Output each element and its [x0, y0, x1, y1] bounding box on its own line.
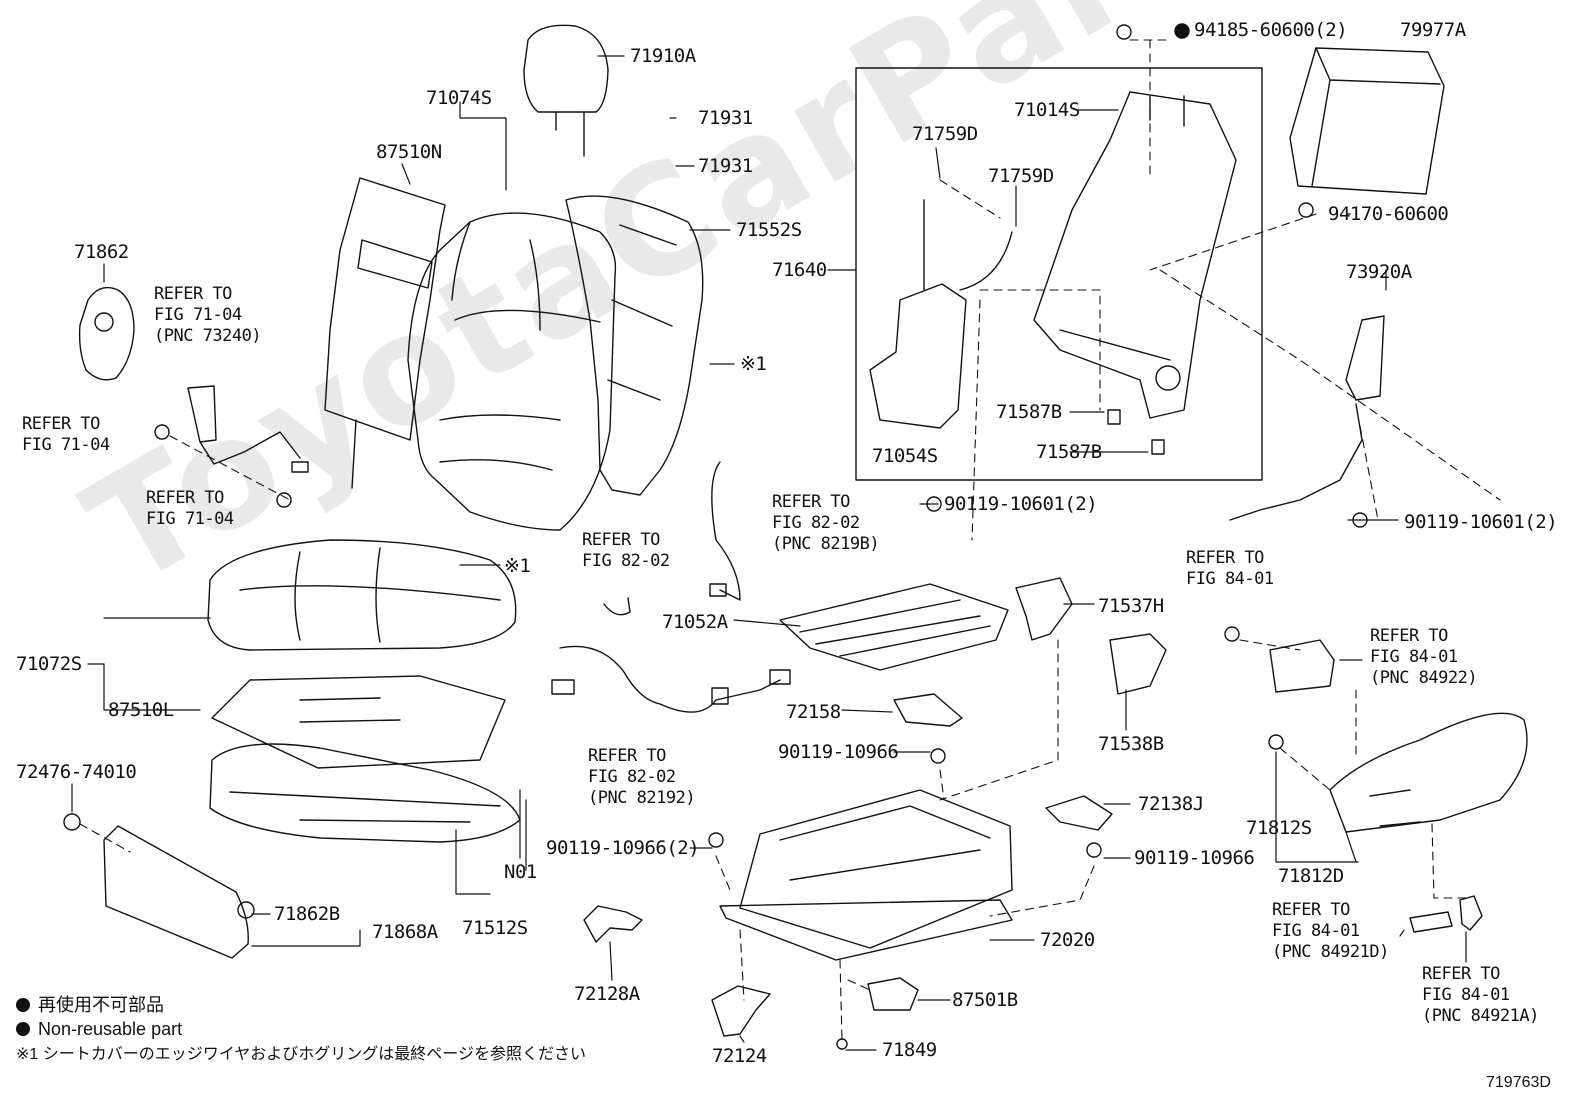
part-label-71849: 71849 [882, 1039, 937, 1061]
part-label-72020: 72020 [1040, 929, 1095, 951]
shield-drawing [103, 825, 249, 959]
note-mark-1-a: ※1 [740, 353, 767, 375]
refer-fig-71-04-b: REFER TO FIG 71-04 [146, 488, 234, 529]
refer-fig-84-01-pnc-84921d: REFER TO FIG 84-01 (PNC 84921D) [1272, 900, 1389, 962]
part-label-71862: 71862 [74, 241, 129, 263]
non-reusable-dot-icon [16, 1022, 30, 1036]
frame-plate-71054s [869, 283, 967, 429]
note-mark-1-b: ※1 [504, 555, 531, 577]
part-label-71862b: 71862B [274, 903, 340, 925]
part-label-71587b-a: 71587B [996, 401, 1062, 423]
part-label-90119-10601-b: 90119-10601(2) [1404, 511, 1558, 533]
part-label-90119-10601-a: 90119-10601(2) [944, 493, 1098, 515]
part-label-87510n: 87510N [376, 141, 442, 163]
part-label-71640: 71640 [772, 259, 827, 281]
part-label-87501b: 87501B [952, 989, 1018, 1011]
legend-non-reusable-jp: 再使用不可部品 [16, 994, 164, 1016]
refer-fig-82-02: REFER TO FIG 82-02 [582, 530, 670, 571]
refer-fig-84-01-pnc-84922: REFER TO FIG 84-01 (PNC 84922) [1370, 626, 1478, 688]
cushion-pad-drawing [211, 675, 506, 769]
back-pad-drawing [324, 177, 446, 441]
part-label-71054s: 71054S [872, 445, 938, 467]
cushion-cover-drawing [207, 539, 517, 651]
part-label-90119-10966-a: 90119-10966(2) [546, 837, 700, 859]
part-label-71538b: 71538B [1098, 733, 1164, 755]
part-label-73920a: 73920A [1346, 261, 1412, 283]
switch-87501b [867, 977, 919, 1011]
bracket-72158 [893, 693, 963, 727]
side-cover-71812d [1329, 712, 1528, 833]
cushion-frame-drawing [209, 743, 521, 843]
part-label-71931-b: 71931 [698, 155, 753, 177]
part-label-71587b-b: 71587B [1036, 441, 1102, 463]
refer-fig-71-04-pnc-73240: REFER TO FIG 71-04 (PNC 73240) [154, 284, 262, 346]
part-label-90119-10966-c: 90119-10966 [1134, 847, 1255, 869]
figure-id: 719763D [1486, 1074, 1551, 1091]
non-reusable-dot-icon [16, 998, 30, 1012]
part-label-94185: 94185-60600(2) [1194, 19, 1348, 41]
guard-drawing [78, 286, 135, 381]
pad-79977a [1289, 47, 1445, 195]
seat-track-drawing [719, 789, 1013, 961]
seatback-rear-board-drawing [565, 195, 704, 496]
part-label-n01: N01 [504, 861, 537, 883]
refer-fig-82-02-pnc-8219b: REFER TO FIG 82-02 (PNC 8219B) [772, 492, 880, 554]
seatback-frame-drawing [1033, 91, 1237, 419]
part-label-72158: 72158 [786, 701, 841, 723]
legend-non-reusable-en: Non-reusable part [16, 1018, 182, 1040]
airbag-73920a [1345, 315, 1385, 401]
part-label-79977a: 79977A [1400, 19, 1466, 41]
legend-note-1: ※1 シートカバーのエッジワイヤおよびホグリングは最終ページを参照ください [16, 1046, 586, 1063]
part-label-71052a: 71052A [662, 611, 728, 633]
buckle-drawing [187, 385, 301, 465]
part-label-71759d-a: 71759D [912, 123, 978, 145]
part-label-71812d: 71812D [1278, 865, 1344, 887]
seat-spring-drawing [779, 583, 1009, 671]
part-label-71552s: 71552S [736, 219, 802, 241]
seatback-frame-box [855, 67, 1263, 481]
bracket-71537h [1015, 577, 1073, 641]
part-label-72124: 72124 [712, 1045, 767, 1067]
part-label-71014s: 71014S [1014, 99, 1080, 121]
part-label-71868a: 71868A [372, 921, 438, 943]
part-label-87510l: 87510L [108, 699, 174, 721]
part-label-72476: 72476-74010 [16, 761, 137, 783]
knob-84921d [1409, 911, 1453, 933]
part-label-71072s: 71072S [16, 653, 82, 675]
part-label-94170: 94170-60600 [1328, 203, 1449, 225]
bracket-71538b [1109, 633, 1167, 695]
part-label-71074s: 71074S [426, 87, 492, 109]
headrest-drawing [523, 24, 609, 157]
part-label-71910a: 71910A [630, 45, 696, 67]
part-label-71537h: 71537H [1098, 595, 1164, 617]
refer-fig-84-01: REFER TO FIG 84-01 [1186, 548, 1274, 589]
harness-8219b [711, 461, 741, 601]
part-label-72128a: 72128A [574, 983, 640, 1005]
legend-text-jp: 再使用不可部品 [38, 995, 164, 1015]
seatback-cover-drawing [407, 212, 617, 531]
part-72128a [583, 905, 643, 943]
legend-text-en: Non-reusable part [38, 1019, 183, 1039]
part-label-90119-10966-b: 90119-10966 [778, 741, 899, 763]
part-72124 [711, 985, 771, 1037]
harness-82192 [559, 645, 781, 713]
refer-fig-71-04-a: REFER TO FIG 71-04 [22, 414, 110, 455]
part-label-71931-a: 71931 [698, 107, 753, 129]
knob-84921a [1459, 895, 1483, 931]
refer-fig-84-01-pnc-84921a: REFER TO FIG 84-01 (PNC 84921A) [1422, 964, 1539, 1026]
switch-84922 [1269, 639, 1335, 693]
refer-fig-82-02-pnc-82192: REFER TO FIG 82-02 (PNC 82192) [588, 746, 696, 808]
part-label-71512s: 71512S [462, 917, 528, 939]
part-label-71759d-b: 71759D [988, 165, 1054, 187]
part-label-71812s: 71812S [1246, 817, 1312, 839]
bracket-72138j [1045, 795, 1113, 831]
part-label-72138j: 72138J [1138, 793, 1204, 815]
